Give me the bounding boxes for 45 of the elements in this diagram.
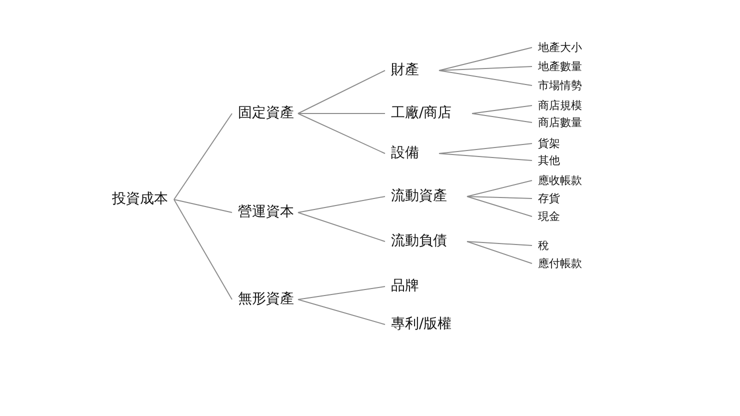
- node-label: 流動資產: [391, 188, 447, 204]
- connector-line: [438, 143, 532, 154]
- connector-line: [466, 196, 532, 199]
- node-label: 工廠/商店: [391, 104, 452, 122]
- node-label: 投資成本: [112, 190, 168, 208]
- connector-line: [466, 196, 532, 217]
- node-label: 存貨: [538, 192, 560, 205]
- connector-line: [438, 47, 532, 71]
- connector-line: [298, 286, 386, 300]
- connector-line: [466, 241, 532, 246]
- connector-line: [298, 113, 386, 154]
- connector-line: [466, 180, 532, 197]
- node-label: 專利/版權: [391, 316, 452, 332]
- connector-line: [298, 212, 386, 242]
- connector-line: [174, 199, 232, 213]
- node-label: 商店數量: [538, 116, 582, 129]
- connector-line: [174, 199, 232, 300]
- node-label: 固定資產: [238, 104, 294, 122]
- node-label: 營運資本: [238, 204, 294, 220]
- connector-line: [298, 196, 386, 213]
- node-label: 稅: [538, 238, 549, 252]
- node-label: 流動負債: [391, 232, 447, 250]
- node-label: 應收帳款: [538, 174, 582, 187]
- node-label: 其他: [538, 154, 560, 167]
- connector-line: [438, 153, 532, 161]
- connector-line: [298, 113, 386, 114]
- connector-line: [466, 241, 532, 264]
- connector-line: [438, 70, 532, 86]
- node-label: 現金: [538, 210, 560, 223]
- connector-line: [298, 299, 386, 325]
- connector-line: [472, 105, 532, 114]
- connector-line: [174, 113, 232, 200]
- node-label: 財產: [391, 62, 419, 78]
- node-label: 應付帳款: [538, 256, 582, 270]
- node-label: 設備: [391, 144, 419, 162]
- node-label: 地產大小: [538, 40, 582, 54]
- node-label: 無形資產: [238, 290, 294, 308]
- connector-line: [298, 70, 386, 114]
- node-label: 商店規模: [538, 98, 582, 112]
- node-label: 品牌: [391, 278, 419, 294]
- node-label: 地產數量: [538, 60, 582, 73]
- node-label: 市場情勢: [538, 78, 582, 92]
- connector-line: [472, 113, 532, 123]
- connector-line: [438, 66, 532, 71]
- node-label: 貨架: [538, 136, 560, 150]
